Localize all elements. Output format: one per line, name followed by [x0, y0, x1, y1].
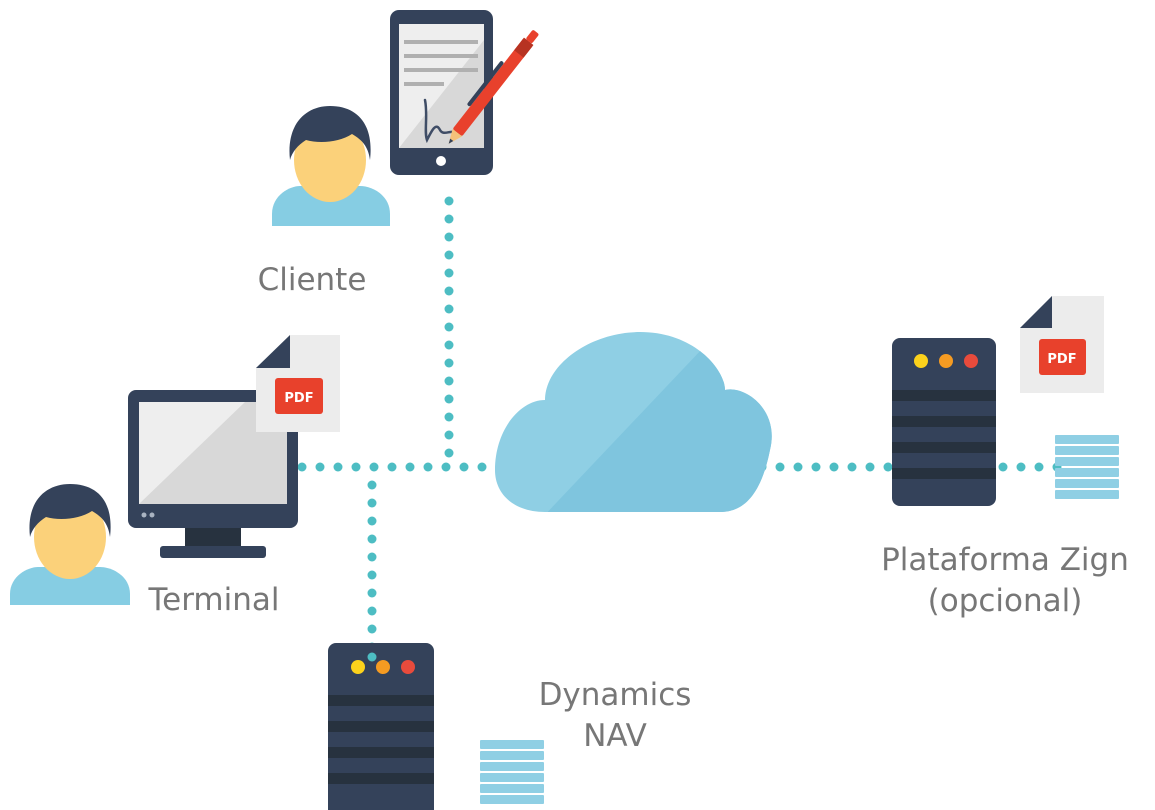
plataforma-label-line2: (opcional): [927, 582, 1083, 619]
led-yellow-icon: [351, 660, 365, 674]
dynamics-label-line2: NAV: [583, 717, 647, 754]
plataforma-database-icon: [1055, 435, 1119, 499]
connector-dynamics-terminal: [367, 480, 377, 652]
connector-terminal-cloud: [297, 462, 487, 472]
pdf-document-icon-terminal: PDF: [256, 335, 340, 432]
connector-plataforma-database: [998, 462, 1062, 472]
cloud-icon: [495, 332, 772, 512]
pdf-label-plataforma: PDF: [1047, 352, 1076, 367]
led-red-icon: [964, 354, 978, 368]
led-orange-icon: [376, 660, 390, 674]
plataforma-label: Plataforma Zign (opcional): [860, 540, 1150, 622]
connector-cloud-plataforma: [757, 462, 893, 472]
pen-icon: [448, 30, 539, 144]
terminal-label-text: Terminal: [148, 582, 280, 618]
monitor-icon: [128, 390, 298, 558]
cliente-label: Cliente: [232, 260, 392, 301]
led-yellow-icon: [914, 354, 928, 368]
pdf-label-terminal: PDF: [284, 391, 313, 406]
plataforma-server-icon: [892, 338, 996, 506]
pdf-document-icon-plataforma: PDF: [1020, 296, 1104, 393]
dynamics-server-icon: [328, 643, 434, 810]
terminal-person-icon: [10, 484, 130, 605]
cliente-person-icon: [272, 106, 390, 226]
led-orange-icon: [939, 354, 953, 368]
led-red-icon: [401, 660, 415, 674]
plataforma-label-line1: Plataforma Zign: [881, 542, 1129, 578]
connector-cliente-cloud: [444, 196, 454, 458]
dynamics-database-icon: [480, 740, 544, 804]
terminal-label: Terminal: [128, 580, 300, 621]
dynamics-label-line1: Dynamics: [538, 677, 692, 713]
dynamics-label: Dynamics NAV: [510, 675, 720, 757]
cliente-label-text: Cliente: [257, 262, 367, 298]
